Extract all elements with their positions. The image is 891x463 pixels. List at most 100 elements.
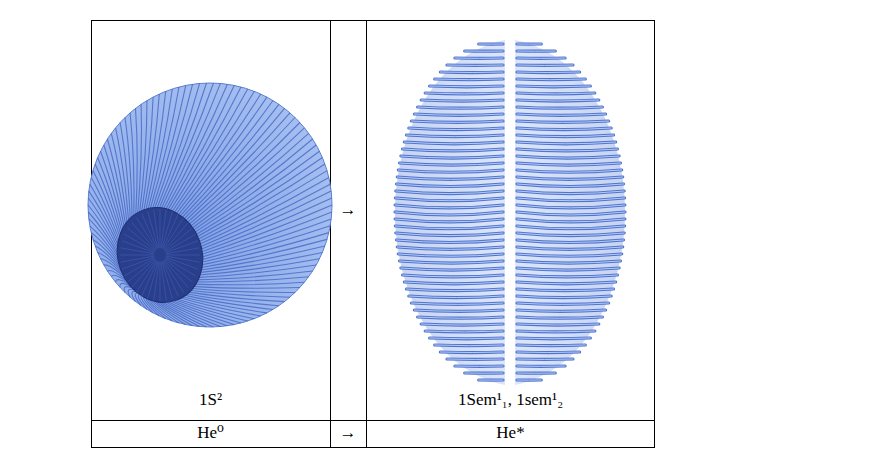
ring-stripe xyxy=(517,191,624,194)
ring-stripe xyxy=(517,100,599,101)
ring-stripe xyxy=(395,212,503,215)
ring-stripe xyxy=(517,310,606,311)
ring-stripe xyxy=(517,378,541,381)
ring-stripe xyxy=(517,63,573,67)
ring-stripe xyxy=(517,91,595,95)
ring-highlight xyxy=(425,331,503,333)
ring-highlight xyxy=(395,226,503,229)
ring-highlight xyxy=(440,352,503,354)
field-line xyxy=(160,209,161,248)
ring-highlight xyxy=(395,212,503,215)
ring-stripe xyxy=(414,114,503,115)
ring-stripe xyxy=(401,268,503,270)
ring-stripe xyxy=(517,142,616,144)
ring-stripe xyxy=(517,268,619,270)
ring-stripe xyxy=(397,177,503,179)
ring-highlight xyxy=(403,275,503,277)
ring-highlight xyxy=(517,191,624,194)
ring-highlight xyxy=(400,163,504,165)
ring-stripe xyxy=(418,317,503,318)
ring-highlight xyxy=(395,205,503,208)
ring-highlight xyxy=(517,142,616,144)
field-line xyxy=(191,128,304,226)
sphere-orbital xyxy=(88,83,332,327)
ring-stripe xyxy=(517,226,625,229)
ring-stripe xyxy=(404,282,503,284)
ring-stripe xyxy=(400,261,504,263)
ring-highlight xyxy=(517,275,617,277)
ring-highlight xyxy=(517,114,606,115)
ring-stripe xyxy=(517,84,590,88)
field-line xyxy=(166,84,228,209)
ring-highlight xyxy=(397,247,503,249)
ring-stripe xyxy=(517,42,541,45)
ring-stripe xyxy=(479,378,503,381)
ring-stripe xyxy=(409,128,503,130)
field-line xyxy=(194,271,313,280)
ring-highlight xyxy=(517,268,619,270)
ring-highlight xyxy=(517,170,622,172)
ring-highlight xyxy=(407,289,504,291)
ring-stripe xyxy=(517,371,555,374)
ring-highlight xyxy=(517,240,624,243)
ring-highlight xyxy=(403,149,503,151)
ring-stripe xyxy=(396,191,503,194)
ring-stripe xyxy=(517,128,611,130)
table-grid xyxy=(91,20,655,448)
ring-highlight xyxy=(517,247,623,249)
field-line xyxy=(199,184,330,247)
ring-highlight xyxy=(517,121,609,122)
ring-stripe xyxy=(517,163,621,165)
ring-highlight xyxy=(479,44,503,45)
field-line xyxy=(137,261,157,293)
field-line xyxy=(166,255,200,256)
field-line xyxy=(142,261,158,296)
ring-highlight xyxy=(517,254,622,256)
field-line xyxy=(90,184,121,247)
field-line xyxy=(179,97,267,214)
ring-highlight xyxy=(517,282,616,284)
ring-stripe xyxy=(395,219,503,222)
ring-highlight xyxy=(517,380,541,381)
ring-highlight xyxy=(517,128,611,130)
ring-stripe xyxy=(517,289,614,291)
ring-stripe xyxy=(517,343,585,347)
ring-stripe xyxy=(455,364,503,368)
ring-highlight xyxy=(404,142,503,144)
field-line xyxy=(186,113,290,220)
ring-highlight xyxy=(418,317,503,318)
ring-stripe xyxy=(404,142,503,144)
ring-stripe xyxy=(397,247,503,249)
ring-highlight xyxy=(440,72,503,74)
ring-stripe xyxy=(398,170,503,172)
ring-stripe xyxy=(517,121,609,122)
field-line xyxy=(175,91,255,212)
ring-stripe xyxy=(395,205,503,208)
ring-stripe xyxy=(396,233,503,236)
ring-stripe xyxy=(465,371,503,374)
field-line xyxy=(160,262,161,301)
ring-stripe xyxy=(517,205,625,208)
ring-highlight xyxy=(517,317,602,318)
ring-stripe xyxy=(440,350,503,354)
ring-highlight xyxy=(517,177,623,179)
ring-stripe xyxy=(517,198,625,201)
field-line xyxy=(107,139,126,230)
ring-stripe xyxy=(517,254,622,256)
ring-stripe xyxy=(430,84,503,88)
ring-stripe xyxy=(517,184,624,187)
ring-stripe xyxy=(403,275,503,277)
ring-highlight xyxy=(517,373,555,374)
field-line xyxy=(177,94,261,213)
field-line xyxy=(152,300,186,325)
ring-stripe xyxy=(517,303,609,304)
field-line xyxy=(154,210,159,249)
field-line xyxy=(128,259,156,282)
ring-highlight xyxy=(517,163,621,165)
ring-highlight xyxy=(517,86,590,88)
ring-highlight xyxy=(455,58,503,59)
ring-stripe xyxy=(517,170,622,172)
ring-highlight xyxy=(447,65,503,66)
ring-stripe xyxy=(411,303,503,304)
